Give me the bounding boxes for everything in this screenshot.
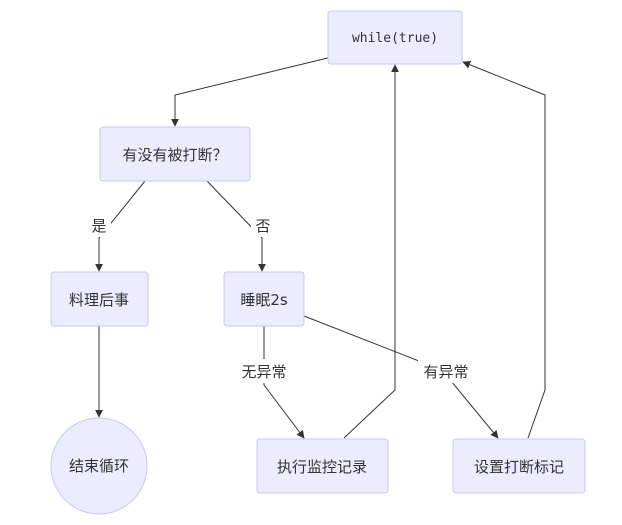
edge-log-to-loop	[343, 64, 399, 439]
node-interrupted-check: 有没有被打断？	[99, 126, 251, 182]
node-while-true: while(true)	[327, 10, 463, 65]
node-interrupted-check-label: 有没有被打断？	[122, 146, 227, 164]
edges	[95, 54, 546, 439]
edge-label-no-exception: 无异常	[241, 363, 286, 381]
node-end-loop-label: 结束循环	[69, 457, 129, 475]
edge-label-yes: 是	[91, 217, 106, 235]
edge-mark-to-loop	[462, 60, 546, 439]
node-cleanup: 料理后事	[50, 271, 149, 327]
node-set-interrupt-flag-label: 设置打断标记	[474, 458, 564, 476]
edge-labels: 是 否 无异常 有异常	[87, 213, 474, 383]
node-end-loop: 结束循环	[50, 417, 148, 515]
node-sleep: 睡眠2s	[223, 271, 305, 327]
node-while-true-label: while(true)	[352, 31, 438, 46]
node-set-interrupt-flag: 设置打断标记	[452, 438, 586, 494]
node-log-label: 执行监控记录	[277, 458, 367, 476]
edge-loop-to-check	[171, 54, 341, 127]
edge-label-has-exception: 有异常	[423, 363, 468, 381]
edge-check-to-cleanup	[95, 180, 146, 272]
edge-check-to-sleep	[206, 180, 266, 272]
edge-label-no: 否	[255, 217, 270, 235]
node-cleanup-label: 料理后事	[69, 291, 129, 309]
edge-sleep-to-log	[263, 326, 305, 439]
node-log: 执行监控记录	[256, 438, 389, 494]
node-sleep-label: 睡眠2s	[240, 291, 288, 309]
